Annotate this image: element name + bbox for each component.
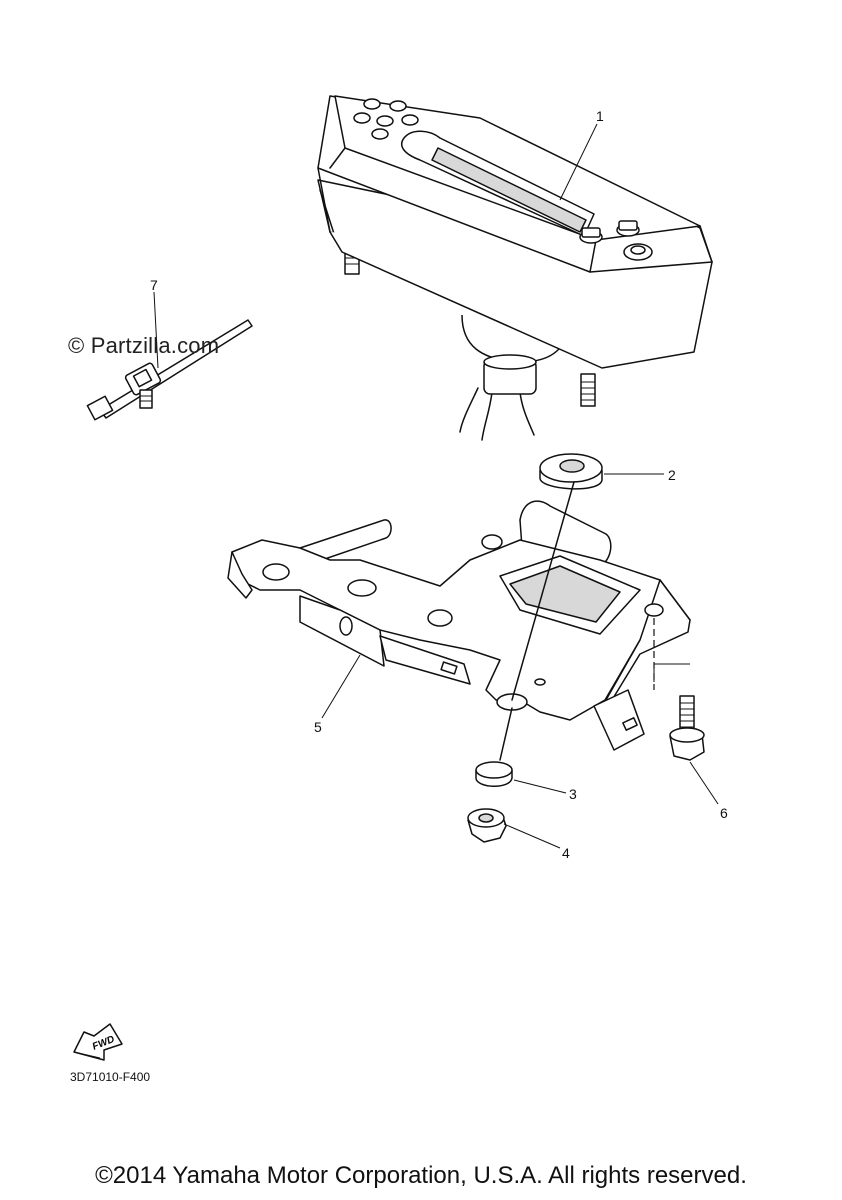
- callout-labels: 1 2 3 4 5 6 7: [150, 108, 728, 861]
- meter-assembly[interactable]: [317, 95, 713, 441]
- guide-lines: [499, 481, 690, 761]
- collar[interactable]: [475, 761, 513, 787]
- cable-tie[interactable]: [86, 319, 253, 421]
- leader-lines: [153, 123, 719, 849]
- grommet[interactable]: [539, 453, 603, 490]
- callout-3: 3: [569, 786, 577, 802]
- meter-bracket[interactable]: [227, 500, 691, 751]
- diagram-code: 3D71010-F400: [70, 1070, 151, 1084]
- bolt[interactable]: [669, 695, 705, 761]
- callout-1: 1: [596, 108, 604, 124]
- fwd-arrow-icon: FWD: [73, 1023, 123, 1061]
- callout-7: 7: [150, 277, 158, 293]
- callout-5: 5: [314, 719, 322, 735]
- callout-6: 6: [720, 805, 728, 821]
- nut[interactable]: [467, 808, 507, 843]
- copyright-notice: ©2014 Yamaha Motor Corporation, U.S.A. A…: [95, 1162, 747, 1189]
- callout-4: 4: [562, 845, 570, 861]
- callout-2: 2: [668, 467, 676, 483]
- watermark: © Partzilla.com: [68, 333, 220, 358]
